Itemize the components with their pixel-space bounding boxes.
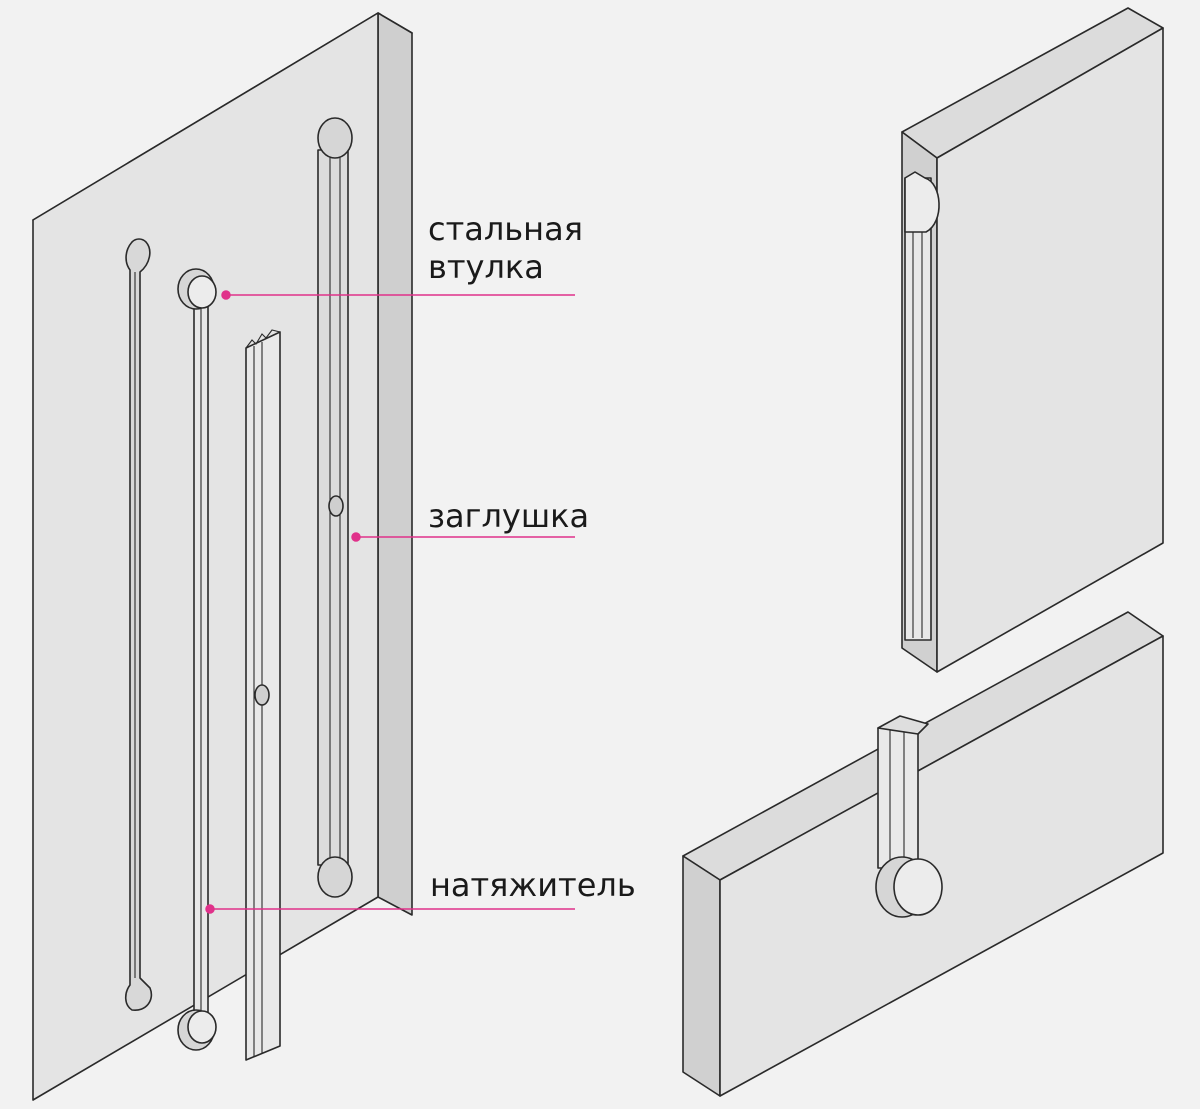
lower-block	[682, 611, 1164, 1097]
label-tensioner: натяжитель	[430, 866, 636, 904]
label-steel-bushing-line2: втулка	[428, 248, 544, 286]
main-panel	[32, 12, 413, 1101]
leader-lines	[205, 290, 575, 914]
upper-block-face	[936, 27, 1164, 673]
panel-slot-left	[124, 238, 153, 1011]
upper-block	[901, 7, 1164, 673]
label-steel-bushing: стальная втулка	[428, 210, 583, 286]
plug-slot	[317, 117, 353, 898]
label-plug: заглушка	[428, 497, 590, 535]
lower-block-bushing	[875, 715, 943, 918]
lower-block-face	[719, 635, 1164, 1097]
tensioner-strip	[245, 329, 281, 1061]
main-panel-side	[377, 12, 413, 916]
lower-block-front	[682, 855, 721, 1097]
leader-dot-plug	[351, 532, 361, 542]
label-steel-bushing-line1: стальная	[428, 210, 583, 248]
leader-dot-bushing	[221, 290, 231, 300]
bushing-rod	[177, 268, 217, 1051]
upper-block-groove	[904, 171, 940, 641]
leader-dot-tensioner	[205, 904, 215, 914]
